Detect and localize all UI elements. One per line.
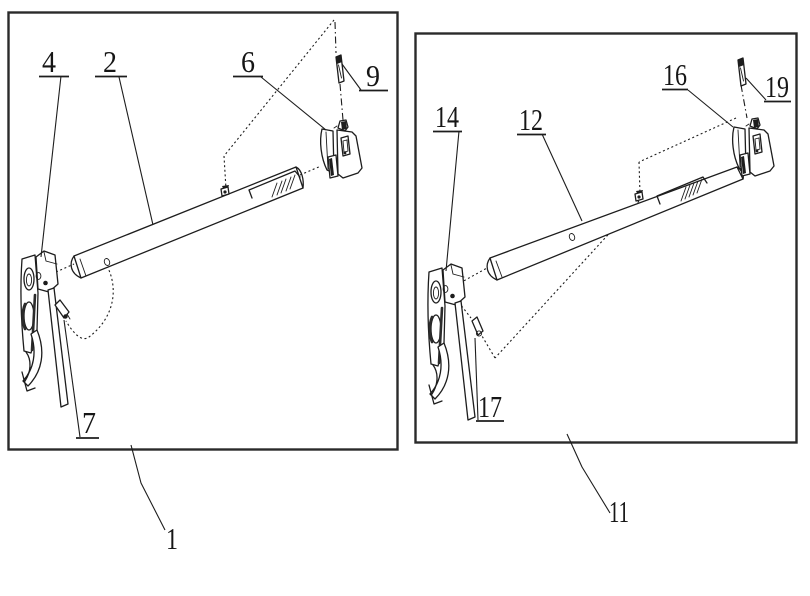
knurl-hatch — [680, 178, 703, 202]
leader-line-11 — [566, 433, 611, 514]
shift-rod-drawing-left — [70, 166, 304, 279]
shift-block-drawing-left — [320, 119, 363, 179]
panel-1-border — [7, 11, 399, 451]
panel-11: 14 12 16 19 17 11 — [414, 32, 798, 529]
upper-pin-drawing-left — [335, 54, 345, 84]
leader-line-19 — [745, 77, 767, 101]
leader-line-9 — [341, 63, 362, 91]
leader-line-7 — [63, 319, 81, 438]
panel-1-leader-lines — [39, 63, 388, 531]
callout-label-block-right: 16 — [663, 57, 687, 92]
callout-label-block-left: 6 — [241, 44, 255, 79]
callout-label-rod-left: 2 — [103, 44, 117, 79]
callout-label-fork-left: 4 — [42, 44, 56, 79]
panel-ref-label-left: 1 — [166, 521, 178, 556]
leader-line-2 — [118, 76, 154, 226]
upper-pin-drawing-right — [737, 57, 747, 87]
panel-11-border — [414, 32, 798, 444]
callout-label-pin-upper-left: 9 — [366, 58, 380, 93]
panel-1: 4 2 6 9 7 1 — [7, 11, 399, 556]
leader-line-16 — [687, 89, 734, 128]
panel-11-leader-lines — [433, 77, 791, 514]
leader-line-1 — [130, 444, 166, 531]
callout-label-pin-upper-right: 19 — [765, 69, 789, 104]
leader-line-17 — [474, 337, 479, 421]
shift-block-drawing-right — [731, 117, 775, 177]
shift-fork-drawing-right — [426, 262, 477, 422]
shift-fork-drawing-left — [20, 250, 69, 408]
callout-label-pin-lower-left: 7 — [82, 405, 96, 440]
shift-rod-drawing-right — [486, 166, 744, 281]
fork-pin-drawing-left — [54, 299, 71, 320]
fork-pin-drawing-right — [471, 316, 484, 337]
leader-line-6 — [260, 76, 327, 131]
knurl-hatch — [271, 174, 296, 198]
panel-ref-label-right: 11 — [609, 494, 629, 529]
leader-line-14 — [445, 130, 460, 272]
callout-label-pin-lower-right: 17 — [478, 389, 502, 424]
leader-line-12 — [541, 133, 583, 222]
callout-label-fork-right: 14 — [435, 99, 459, 134]
leader-line-4 — [40, 75, 62, 258]
callout-label-rod-right: 12 — [519, 102, 543, 137]
